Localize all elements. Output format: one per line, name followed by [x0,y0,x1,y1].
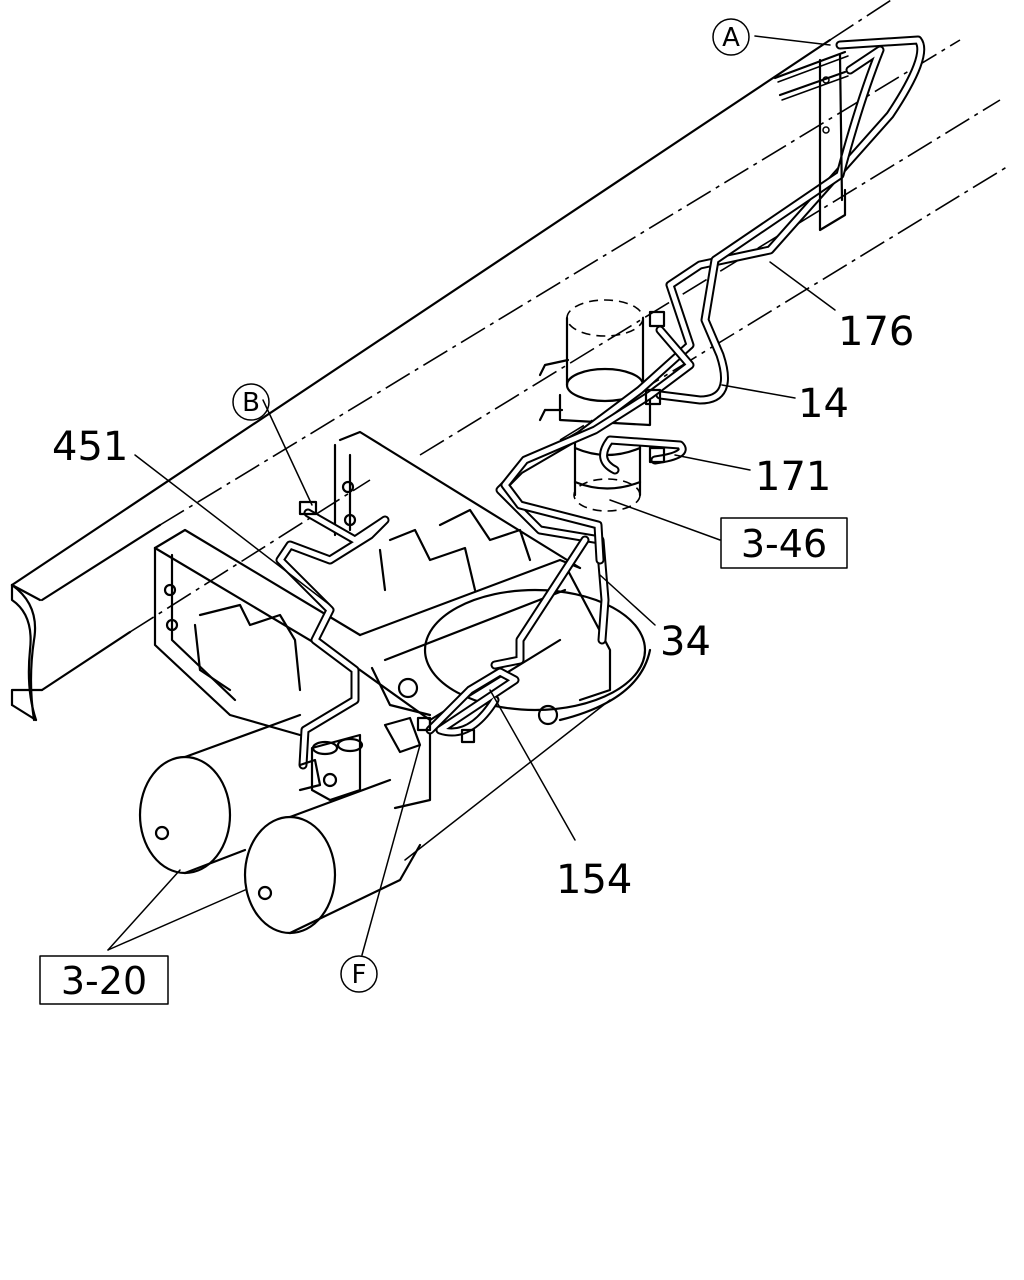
ref-box-3-20-text: 3-20 [61,959,147,1003]
part-label-171: 171 [755,454,831,500]
cross-member [153,430,612,810]
relay-valve [298,716,422,802]
part-label-14: 14 [798,381,849,427]
callout-b: B [232,383,270,421]
leader-lines [107,35,836,956]
ref-box-3-46: 3-46 [720,517,848,569]
callout-b-text: B [242,388,260,418]
frame-rail [10,0,1011,722]
callout-a-text: A [722,23,740,53]
ref-box-3-20: 3-20 [39,955,169,1005]
part-label-451: 451 [52,424,128,470]
pipe-bracket-a [773,50,849,232]
callout-f-text: F [352,960,367,990]
ref-box-3-46-text: 3-46 [741,522,827,566]
callout-a: A [712,18,750,56]
callout-f: F [340,955,378,993]
brake-pipes [275,35,926,770]
part-label-34: 34 [660,619,711,665]
part-label-176: 176 [838,309,914,355]
pipe-fittings [298,310,666,744]
part-label-154: 154 [556,857,632,903]
